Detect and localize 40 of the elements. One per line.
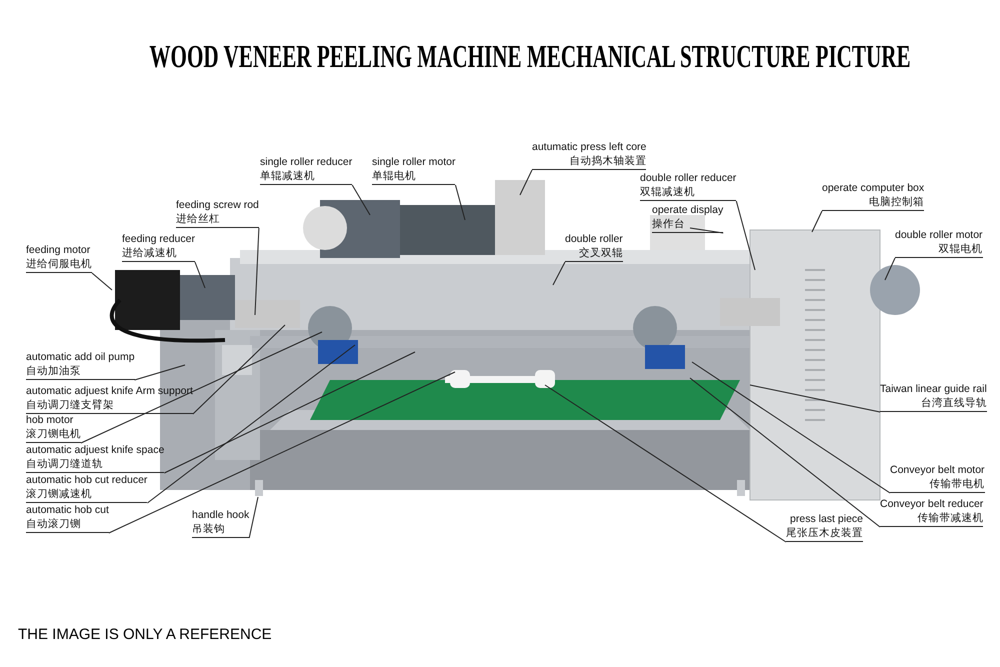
callout-label: feeding screw rod 进给丝杠 [176, 198, 259, 228]
callout-label: automatic add oil pump 自动加油泵 [26, 350, 135, 380]
callout-label: double roller motor 双辊电机 [895, 228, 983, 258]
leader-line [750, 384, 880, 412]
callout-label: Conveyor belt reducer 传输带减速机 [880, 497, 984, 527]
callout-label: feeding motor 进给伺服电机 [26, 243, 92, 273]
leader-line [520, 170, 532, 196]
leader-line [812, 210, 822, 232]
callout-label: press last piece 尾张压木皮装置 [786, 512, 863, 542]
callout-label: double roller reducer 双辊减速机 [640, 171, 736, 201]
callout-label: single roller motor 单辊电机 [372, 155, 456, 185]
leader-line [254, 228, 260, 316]
callout-label: operate display 操作台 [652, 203, 724, 233]
leader-line [92, 272, 112, 290]
leader-line [690, 378, 880, 528]
leader-line [884, 258, 896, 280]
leader-line [552, 262, 566, 286]
callout-label: operate computer box 电脑控制箱 [822, 181, 924, 211]
leader-line [692, 362, 890, 494]
leader-line [352, 184, 370, 216]
leader-line [164, 352, 416, 474]
callout-label: Taiwan linear guide rail 台湾直线导轨 [880, 382, 987, 412]
leader-line [146, 344, 356, 504]
diagram-title: WOOD VENEER PEELING MACHINE MECHANICAL STRUCTURE PICTURE [149, 38, 911, 75]
leader-line [134, 364, 186, 380]
leader-line [544, 384, 786, 542]
leader-line [192, 324, 286, 414]
callout-label: double roller 交叉双辊 [565, 232, 623, 262]
note-text: THE IMAGE IS ONLY A REFERENCE [18, 626, 272, 643]
leader-line [80, 332, 322, 444]
callout-label: Conveyor belt motor 传输带电机 [890, 463, 985, 493]
callout-label: feeding reducer 进给减速机 [122, 232, 195, 262]
leader-line [736, 200, 756, 270]
callout-label: automatic hob cut 自动滚刀铡 [26, 503, 109, 533]
leader-line [454, 184, 466, 220]
callout-label: handle hook 吊装钩 [192, 508, 250, 538]
callout-label: single roller reducer 单辊减速机 [260, 155, 352, 185]
leader-line [108, 372, 456, 534]
leader-line [248, 496, 258, 538]
leader-line [690, 228, 724, 234]
